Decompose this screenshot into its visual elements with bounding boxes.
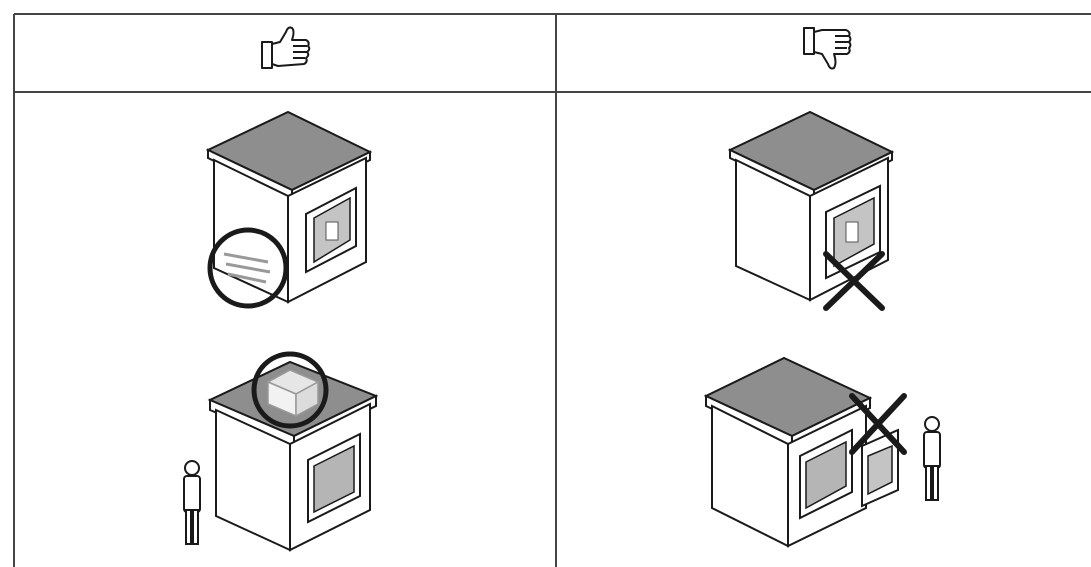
thumbs-up-icon	[261, 26, 311, 69]
table-grid	[13, 13, 1091, 567]
kiosk-roof-unit-good	[183, 351, 379, 552]
kiosk-window	[799, 428, 853, 520]
kiosk-window	[305, 186, 357, 274]
thumbs-down-icon	[803, 27, 852, 70]
side-vent	[223, 252, 271, 284]
roof-unit	[266, 369, 320, 418]
highlight-circle	[251, 351, 329, 429]
kiosk-window	[307, 432, 361, 524]
cross-mark	[849, 393, 907, 455]
cross-mark	[823, 251, 885, 311]
highlight-circle	[207, 227, 289, 309]
person-figure	[923, 416, 941, 501]
kiosk-window	[825, 184, 881, 280]
kiosk-window-unit-bad	[727, 110, 895, 311]
person-figure	[183, 460, 201, 545]
kiosk-wall-unit-bad	[703, 356, 941, 548]
kiosk-side-vent-good	[205, 110, 373, 309]
